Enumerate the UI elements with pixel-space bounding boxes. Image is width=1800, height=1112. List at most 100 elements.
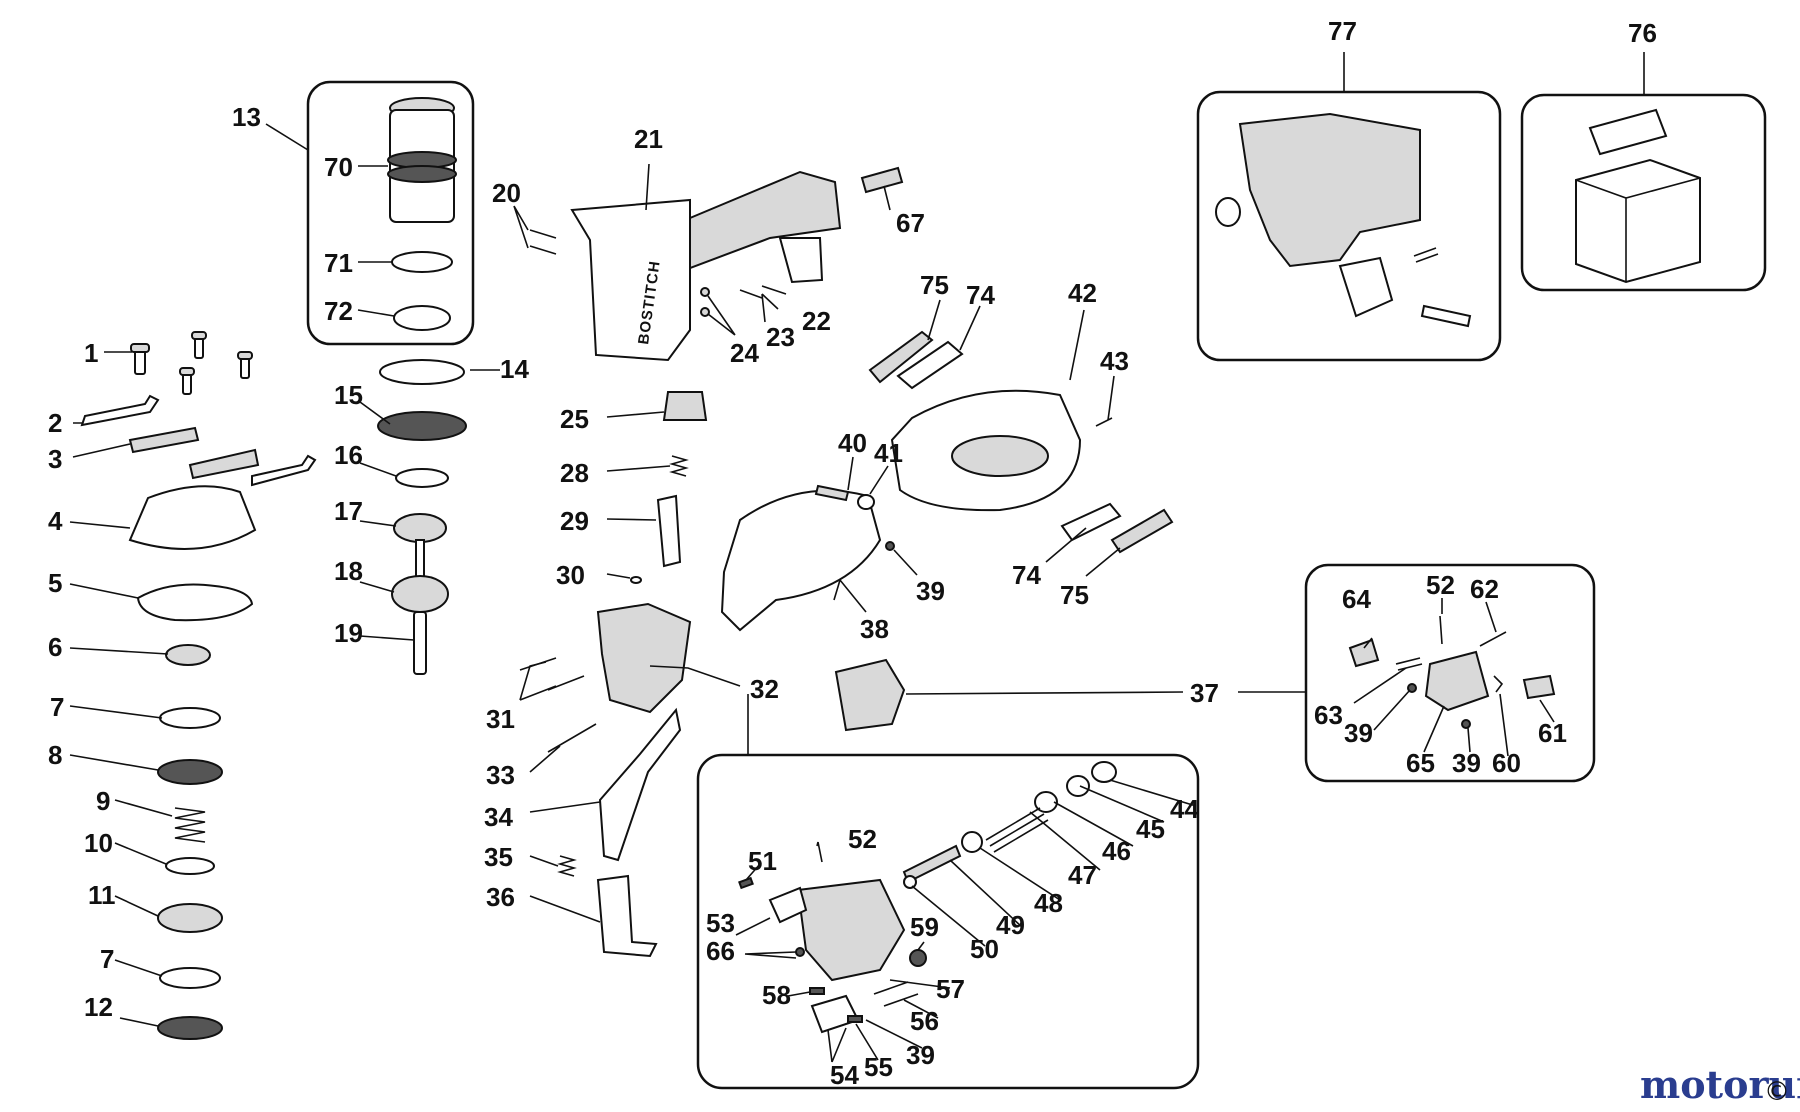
spring-icon	[557, 855, 577, 877]
latch-icon	[1348, 638, 1380, 668]
part-label-5: 5	[48, 568, 62, 598]
part-label-50: 50	[970, 934, 999, 964]
leader-lines	[69, 52, 1645, 1063]
part-label-23: 23	[766, 322, 795, 352]
part-label-67: 67	[896, 208, 925, 238]
o-ring-icon	[961, 831, 983, 853]
part-label-74: 74	[966, 280, 995, 310]
part-label-51: 51	[748, 846, 777, 876]
pin-icon	[1095, 417, 1113, 427]
pad-icon	[1060, 502, 1122, 542]
bracket-icon	[80, 394, 160, 427]
part-label-52b: 52	[848, 824, 877, 854]
actuator-icon	[596, 874, 658, 958]
part-label-64: 64	[1342, 584, 1371, 614]
nose-assembly-icon	[796, 878, 906, 982]
part-label-60: 60	[1492, 748, 1521, 778]
part-label-17: 17	[334, 496, 363, 526]
watermark-text: motoruf	[1640, 1062, 1800, 1107]
pin-icon	[519, 657, 597, 753]
part-label-58: 58	[762, 980, 791, 1010]
contact-arm-icon	[598, 707, 682, 862]
part-label-38: 38	[860, 614, 889, 644]
lever-icon	[1338, 256, 1394, 318]
part-label-44: 44	[1170, 794, 1199, 824]
seal-icon	[157, 1016, 223, 1040]
part-label-25: 25	[560, 404, 589, 434]
part-label-31: 31	[486, 704, 515, 734]
part-label-74b: 74	[1012, 560, 1041, 590]
part-label-42: 42	[1068, 278, 1097, 308]
part-label-32: 32	[750, 674, 779, 704]
spring-clip-icon	[1493, 675, 1504, 693]
part-label-22: 22	[802, 306, 831, 336]
ring-icon	[393, 305, 451, 331]
pin-icon	[1420, 304, 1472, 328]
part-label-57: 57	[936, 974, 965, 1004]
pin-icon	[529, 229, 557, 255]
washer-icon	[700, 287, 710, 297]
part-label-29: 29	[560, 506, 589, 536]
bracket-icon	[251, 454, 317, 487]
part-label-30: 30	[556, 560, 585, 590]
latch-assembly-icon	[834, 658, 906, 732]
washer-icon	[857, 494, 875, 510]
part-label-71: 71	[324, 248, 353, 278]
bracket-icon	[810, 994, 860, 1034]
inset-box-latch	[1304, 563, 1596, 783]
part-label-39c: 39	[1452, 748, 1481, 778]
part-label-77: 77	[1328, 16, 1357, 46]
o-ring-icon	[159, 967, 221, 989]
part-label-7: 7	[50, 692, 64, 722]
magazine-lid-icon	[720, 489, 882, 632]
part-label-54: 54	[830, 1060, 859, 1090]
washer-icon	[795, 947, 805, 957]
part-label-7b: 7	[100, 944, 114, 974]
spring-icon	[669, 455, 689, 477]
part-label-37: 37	[1190, 678, 1219, 708]
pin-icon	[1439, 615, 1507, 647]
part-label-66: 66	[706, 936, 735, 966]
part-label-62: 62	[1470, 574, 1499, 604]
part-label-45: 45	[1136, 814, 1165, 844]
spring-icon	[985, 807, 1049, 853]
part-label-56: 56	[910, 1006, 939, 1036]
part-label-53: 53	[706, 908, 735, 938]
part-labels: 1 2 3 4 5 6 7 8 9 10 11 7 12 13 70 71 72…	[48, 16, 1657, 1090]
part-label-70: 70	[324, 152, 353, 182]
part-drawings: BOSTITCH	[80, 97, 1701, 1040]
bushing-icon	[1215, 197, 1241, 227]
part-label-15: 15	[334, 380, 363, 410]
retaining-ring-icon	[1091, 761, 1117, 783]
trigger-icon	[656, 494, 682, 568]
part-label-72: 72	[324, 296, 353, 326]
piston-icon	[165, 644, 211, 666]
o-ring-icon	[165, 857, 215, 875]
part-label-63: 63	[1314, 700, 1343, 730]
part-label-16: 16	[334, 440, 363, 470]
inset-box-cylinder	[306, 80, 475, 346]
nose-assembly-icon	[596, 602, 692, 714]
lever-icon	[1522, 674, 1556, 700]
part-label-75: 75	[920, 270, 949, 300]
pin-icon	[873, 981, 919, 1007]
part-label-8: 8	[48, 740, 62, 770]
part-label-39: 39	[916, 576, 945, 606]
part-label-41: 41	[874, 438, 903, 468]
pad-icon	[1110, 508, 1174, 554]
part-label-55: 55	[864, 1052, 893, 1082]
washer-icon	[630, 576, 642, 584]
inset-box-housing	[1196, 90, 1502, 362]
clip-icon	[188, 448, 260, 480]
pin-icon	[814, 484, 850, 502]
part-label-48: 48	[1034, 888, 1063, 918]
nut-icon	[909, 949, 927, 967]
part-label-40: 40	[838, 428, 867, 458]
part-label-39d: 39	[906, 1040, 935, 1070]
part-label-3: 3	[48, 444, 62, 474]
part-label-59: 59	[910, 912, 939, 942]
washer-icon	[1461, 719, 1471, 729]
watermark-mark: ©	[1764, 1077, 1790, 1107]
pin-icon	[847, 1015, 863, 1023]
magazine-icon	[951, 435, 1049, 477]
